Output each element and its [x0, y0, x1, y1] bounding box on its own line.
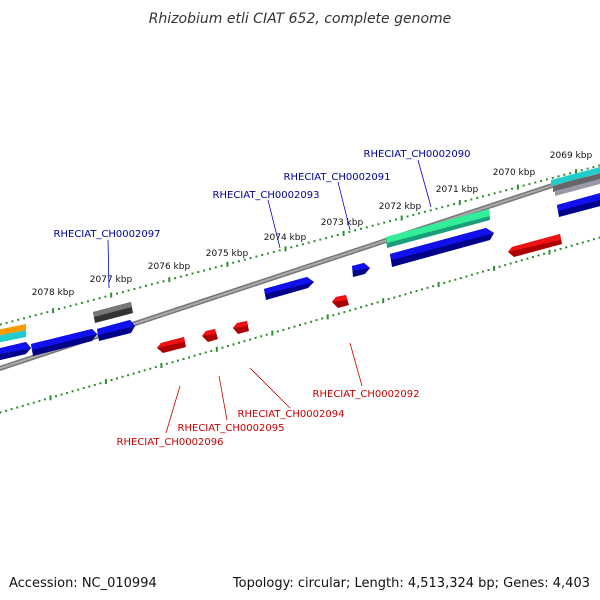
scale-label: 2074 kbp	[264, 233, 307, 243]
gene-top-right-blue	[557, 193, 600, 217]
gene-blue-far-left	[0, 342, 31, 361]
forward-gene-track	[0, 193, 600, 361]
gene-labels: RHECIAT_CH0002090 RHECIAT_CH0002091 RHEC…	[54, 149, 471, 448]
gene-red-large-right	[508, 234, 562, 257]
scale-label: 2077 kbp	[90, 275, 133, 285]
genome-backbone	[0, 167, 600, 371]
gene-label-forward[interactable]: RHECIAT_CH0002091	[284, 172, 391, 183]
feature-gray	[553, 173, 600, 192]
gene-blue-long-left	[31, 329, 97, 356]
label-leader-lines	[107, 159, 432, 434]
gene-label-reverse[interactable]: RHECIAT_CH0002094	[238, 409, 345, 420]
gene-rheciat-ch0002094-arrow	[233, 321, 249, 334]
map-title: Rhizobium etli CIAT 652, complete genome	[149, 11, 452, 27]
scale-label: 2075 kbp	[206, 249, 249, 259]
feature-gray-light	[555, 179, 600, 196]
scale-labels: 2069 kbp 2070 kbp 2071 kbp 2072 kbp 2073…	[32, 151, 593, 298]
gene-label-reverse[interactable]: RHECIAT_CH0002092	[313, 389, 420, 400]
gene-label-forward[interactable]: RHECIAT_CH0002090	[364, 149, 471, 160]
reverse-gene-track	[157, 234, 562, 353]
gene-label-forward[interactable]: RHECIAT_CH0002097	[54, 229, 161, 240]
gene-rheciat-ch0002096-arrow	[157, 337, 186, 353]
scale-ruler	[0, 164, 600, 326]
genome-summary-text: Topology: circular; Length: 4,513,324 bp…	[232, 576, 590, 591]
scale-label: 2073 kbp	[321, 218, 364, 228]
feature-orange	[0, 324, 26, 336]
scale-label: 2071 kbp	[436, 185, 479, 195]
scale-label: 2072 kbp	[379, 202, 422, 212]
scale-label: 2069 kbp	[550, 151, 593, 161]
gene-rheciat-ch0002092-arrow	[332, 295, 349, 308]
gene-label-reverse[interactable]: RHECIAT_CH0002096	[117, 437, 224, 448]
gene-rheciat-ch0002093-arrow	[264, 277, 314, 300]
accession-text: Accession: NC_010994	[9, 576, 157, 591]
feature-cyan	[551, 167, 600, 186]
feature-cyan-left	[0, 330, 26, 343]
map-body: 2069 kbp 2070 kbp 2071 kbp 2072 kbp 2073…	[0, 149, 600, 448]
scale-label: 2070 kbp	[493, 168, 536, 178]
inner-ruler	[0, 236, 600, 414]
gene-small-blue-arrow	[352, 263, 370, 277]
feature-track-other	[0, 167, 600, 343]
gene-large-blue-arrow	[390, 228, 494, 267]
scale-label: 2078 kbp	[32, 288, 75, 298]
gene-rheciat-ch0002090-arrow	[386, 209, 490, 248]
gene-rheciat-ch0002097-arrow	[93, 302, 133, 323]
scale-label: 2076 kbp	[148, 262, 191, 272]
gene-label-forward[interactable]: RHECIAT_CH0002093	[213, 190, 320, 201]
gene-blue-near-2097	[97, 320, 135, 341]
gene-rheciat-ch0002095-arrow	[202, 329, 218, 342]
gene-label-reverse[interactable]: RHECIAT_CH0002095	[178, 423, 285, 434]
